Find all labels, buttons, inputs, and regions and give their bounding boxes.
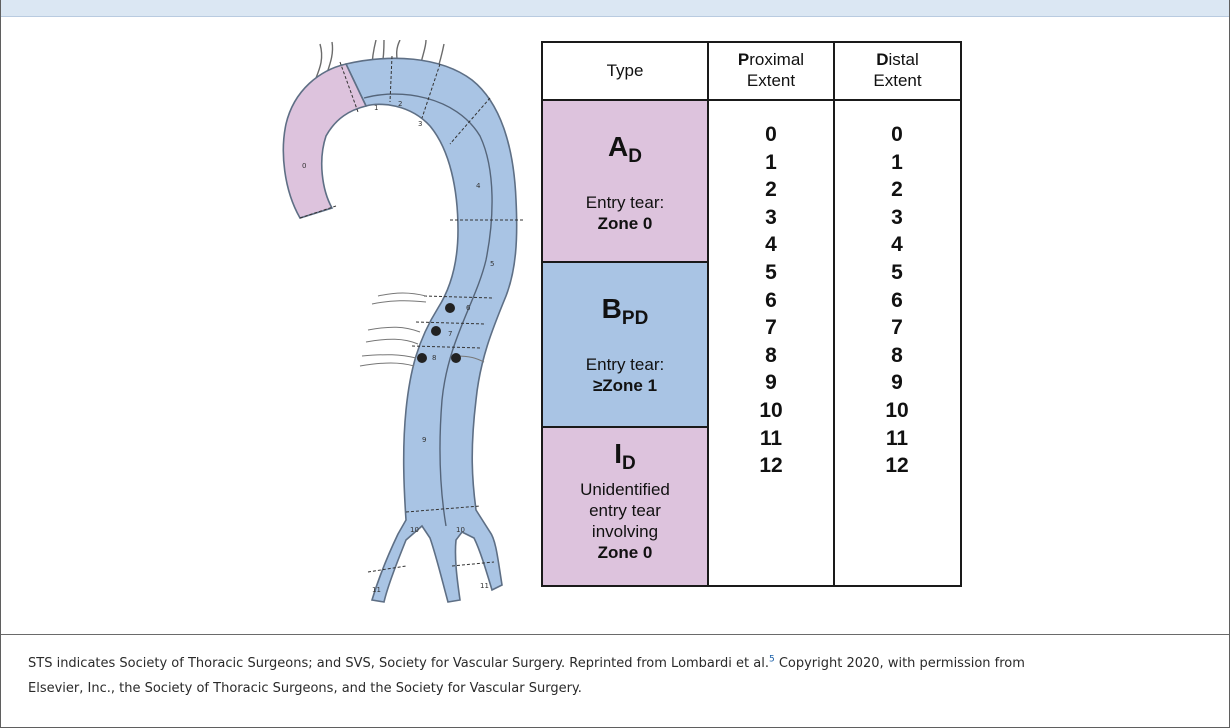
- type-i-cell: ID Unidentified entry tear involving Zon…: [543, 428, 707, 585]
- distal-extent-value-5: 5: [877, 261, 917, 285]
- figure-caption: STS indicates Society of Thoracic Surgeo…: [28, 651, 1208, 701]
- zone-label-8: 8: [432, 354, 436, 362]
- distal-extent-value-4: 4: [877, 233, 917, 257]
- header-type: Type: [543, 60, 707, 81]
- zone-label-5: 5: [490, 260, 494, 268]
- proximal-extent-value-0: 0: [751, 123, 791, 147]
- figure-header-band: [1, 0, 1229, 17]
- zone-label-11b: 11: [480, 582, 489, 590]
- zone-label-6: 6: [466, 304, 471, 312]
- proximal-extent-value-8: 8: [751, 344, 791, 368]
- proximal-extent-value-11: 11: [751, 427, 791, 451]
- aorta-zone-diagram: 0 1 2 3 4 5 6 7 8 9 10 10 11 11: [280, 40, 540, 615]
- distal-extent-value-3: 3: [877, 206, 917, 230]
- distal-extent-value-2: 2: [877, 178, 917, 202]
- proximal-extent-value-7: 7: [751, 316, 791, 340]
- distal-extent-value-11: 11: [877, 427, 917, 451]
- header-proximal-extent: Proximal Extent: [709, 49, 833, 91]
- zone-label-7: 7: [448, 330, 452, 338]
- zone-label-10b: 10: [456, 526, 465, 534]
- distal-extent-value-1: 1: [877, 151, 917, 175]
- zone-label-0: 0: [302, 162, 306, 170]
- distal-extent-value-10: 10: [877, 399, 917, 423]
- proximal-extent-value-6: 6: [751, 289, 791, 313]
- distal-extent-value-12: 12: [877, 454, 917, 478]
- distal-extent-value-6: 6: [877, 289, 917, 313]
- caption-divider: [1, 634, 1229, 635]
- distal-extent-value-7: 7: [877, 316, 917, 340]
- distal-extent-value-8: 8: [877, 344, 917, 368]
- distal-extent-value-9: 9: [877, 371, 917, 395]
- proximal-extent-value-12: 12: [751, 454, 791, 478]
- zone-label-10a: 10: [410, 526, 419, 534]
- proximal-extent-value-9: 9: [751, 371, 791, 395]
- proximal-extent-value-4: 4: [751, 233, 791, 257]
- distal-extent-value-0: 0: [877, 123, 917, 147]
- zone-label-3: 3: [418, 120, 422, 128]
- zone-label-2: 2: [398, 100, 402, 108]
- aorta-pink-zone0: [283, 64, 366, 218]
- type-bpd-cell: BPD Entry tear:≥Zone 1: [543, 263, 707, 426]
- zone-label-11a: 11: [372, 586, 381, 594]
- proximal-extent-value-5: 5: [751, 261, 791, 285]
- proximal-extent-value-10: 10: [751, 399, 791, 423]
- proximal-extent-value-3: 3: [751, 206, 791, 230]
- header-distal-extent: Distal Extent: [835, 49, 960, 91]
- proximal-extent-value-2: 2: [751, 178, 791, 202]
- type-a-cell: AD Entry tear:Zone 0: [543, 101, 707, 261]
- zone-label-1: 1: [374, 104, 378, 112]
- zone-label-4: 4: [476, 182, 481, 190]
- proximal-extent-value-1: 1: [751, 151, 791, 175]
- zone-label-9: 9: [422, 436, 426, 444]
- classification-table: Type Proximal Extent Distal Extent AD En…: [541, 41, 962, 587]
